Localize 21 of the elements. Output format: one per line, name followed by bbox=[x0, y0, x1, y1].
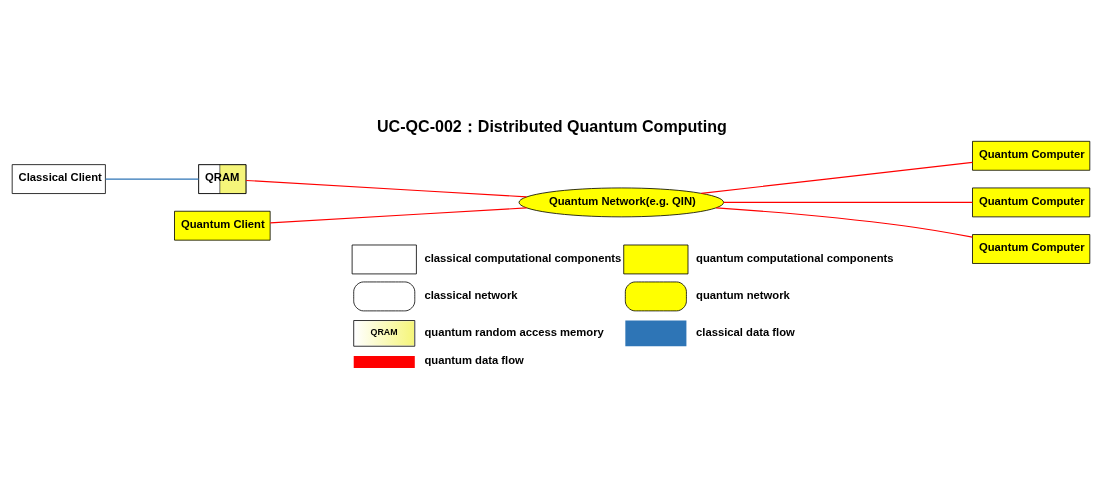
connector bbox=[715, 207, 973, 238]
legend-label: classical computational components bbox=[424, 251, 622, 264]
node-box: Quantum Computer bbox=[972, 140, 1091, 171]
connector bbox=[700, 161, 974, 194]
legend-label: quantum computational components bbox=[696, 251, 894, 264]
legend-label: quantum network bbox=[696, 288, 790, 301]
connector bbox=[105, 178, 200, 180]
node-box: Classical Client bbox=[11, 164, 106, 194]
legend-label: classical network bbox=[424, 288, 518, 301]
connector bbox=[723, 201, 973, 203]
connector bbox=[269, 207, 528, 224]
node-box: Quantum Client bbox=[174, 210, 271, 241]
connector bbox=[245, 179, 528, 198]
diagram-title: UC-QC-002：Distributed Quantum Computing bbox=[377, 117, 727, 136]
node-ellipse: Quantum Network(e.g. QIN) bbox=[518, 187, 724, 218]
legend-label: classical data flow bbox=[696, 325, 795, 338]
legend-label: quantum data flow bbox=[424, 354, 524, 367]
legend-label: quantum random access memory bbox=[424, 325, 604, 338]
node-box: Quantum Computer bbox=[972, 234, 1091, 264]
label: QRAM bbox=[370, 326, 398, 337]
node-box: Quantum Computer bbox=[972, 187, 1091, 218]
